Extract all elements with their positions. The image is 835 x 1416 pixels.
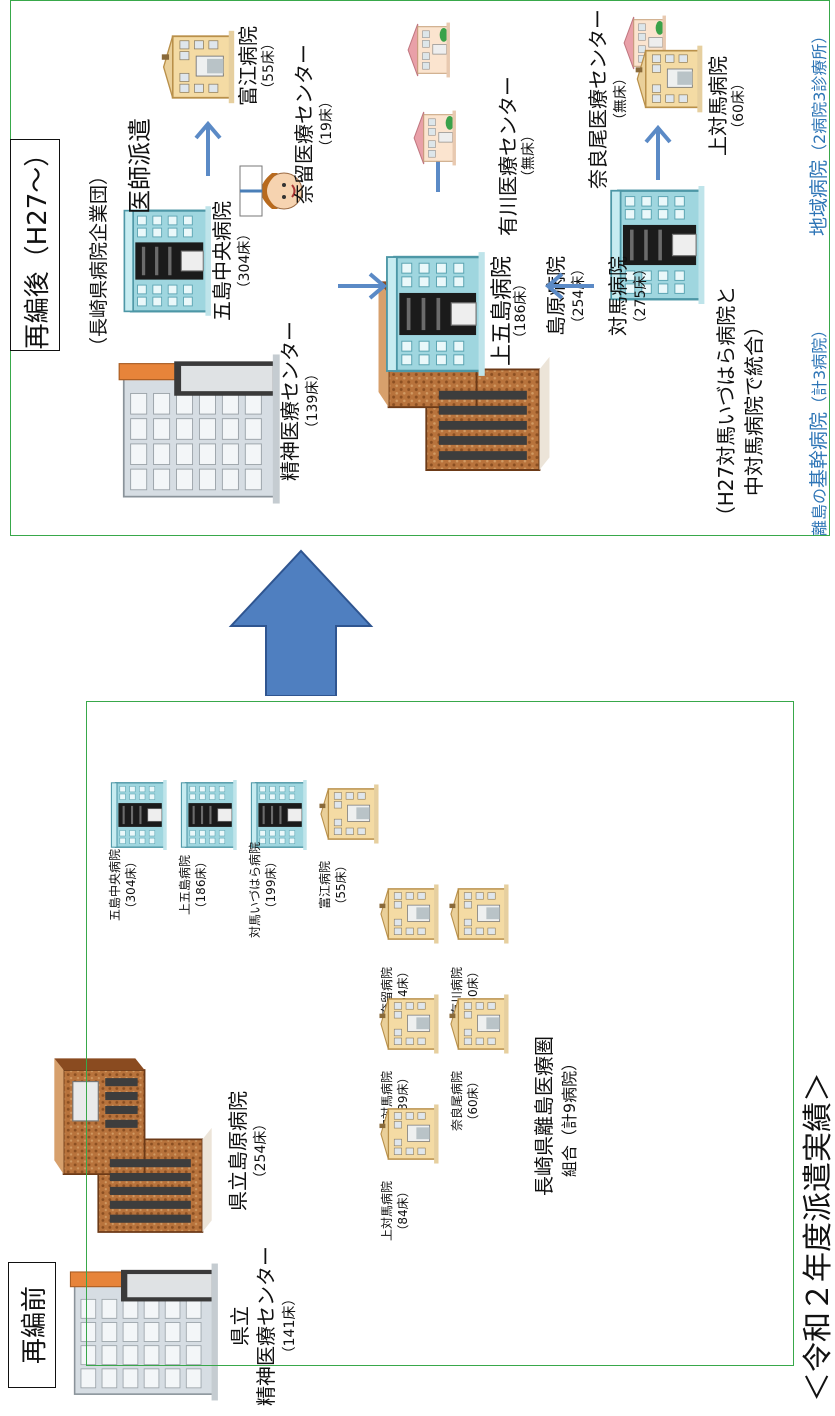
legend-regional: 地域病院（2病院3診療所）: [804, 28, 831, 236]
after-tsushima-note1: （H27対馬いづはら病院と: [714, 285, 738, 527]
mental-center-icon: [110, 354, 282, 504]
before-label: 再編前: [8, 1262, 56, 1388]
before-hospital-1-beds: （304床）: [124, 855, 138, 915]
doctor-icon: [239, 165, 303, 217]
hospital-medium-icon: [448, 992, 510, 1056]
page-title: ＜令和２年度派遣実績＞: [801, 1072, 835, 1402]
before-hospital-2-name: 上五島病院: [178, 855, 192, 916]
after-mental-name: 精神医療センター: [278, 321, 302, 481]
after-naru-beds: （19床）: [319, 94, 335, 154]
before-hospital-9-name: 上対馬病院: [380, 1181, 394, 1242]
after-tomie-beds: （55床）: [261, 36, 277, 96]
hospital-medium-icon: [318, 782, 380, 846]
after-tomie-name: 富江病院: [236, 26, 260, 106]
after-kamitsushima-beds: （60床）: [731, 76, 747, 136]
after-arikawa-beds: （無床）: [521, 128, 537, 184]
legend-core: 離島の基幹病院（計3病院）: [804, 322, 831, 536]
after-tsushima-name: 対馬病院: [606, 256, 630, 336]
after-tsushima-beds: （275床）: [633, 261, 649, 331]
before-hospital-4-beds: （55床）: [334, 859, 348, 911]
after-narao-beds: （無床）: [613, 71, 629, 127]
union-sub: 組合（計9病院）: [560, 1054, 579, 1178]
legend-core-prefix: 離島の: [810, 487, 829, 536]
before-hospital-2-beds: （186床）: [194, 855, 208, 915]
hospital-medium-icon: [378, 1102, 440, 1166]
hospital-medium-icon: [634, 44, 704, 114]
before-hospital-3-beds: （199床）: [264, 855, 278, 915]
before-hospital-4-name: 富江病院: [318, 861, 332, 910]
dispatch-arrow-goto-icon: [194, 120, 222, 176]
arrow-goto-to-kamigoto-icon: [338, 272, 388, 300]
after-naru-name: 奈留医療センター: [292, 44, 316, 204]
after-tsushima-note2: 中対馬病院で統合）: [742, 316, 766, 496]
union-name: 長崎県離島医療圏: [532, 1036, 556, 1196]
before-hospital-3-name: 対馬いづはら病院: [248, 842, 262, 939]
clinic-icon: [404, 22, 452, 78]
after-arikawa-name: 有川医療センター: [496, 76, 520, 236]
before-hospital-8-beds: （60床）: [466, 1075, 480, 1127]
after-kamitsushima-name: 上対馬病院: [706, 56, 730, 156]
legend-core-suffix: （計3病院）: [810, 321, 829, 412]
hospital-medium-icon: [378, 882, 440, 946]
arrow-tsushima-to-kamigoto-icon: [544, 272, 594, 300]
after-mental-beds: （139床）: [305, 366, 321, 436]
hospital-large-icon: [382, 252, 486, 376]
hospital-medium-icon: [448, 882, 510, 946]
reorganization-arrow-icon: [228, 549, 374, 696]
clinic-icon: [410, 110, 458, 166]
legend-core-emph: 基幹病院: [808, 411, 830, 488]
after-sub: （長崎県病院企業団）: [88, 166, 110, 357]
legend-regional-emph: 地域病院: [808, 159, 830, 236]
before-hospital-9-beds: （84床）: [396, 1185, 410, 1237]
legend-regional-suffix: （2病院3診療所）: [810, 27, 829, 160]
after-narao-name: 奈良尾医療センター: [586, 9, 610, 189]
hospital-medium-icon: [378, 992, 440, 1056]
after-label: 再編後（H27〜）: [10, 139, 60, 351]
dispatch-label: 医師派遣: [126, 118, 154, 214]
before-hospital-1-name: 五島中央病院: [108, 849, 122, 922]
dispatch-arrow-tsushima-icon: [644, 124, 672, 180]
hospital-medium-icon: [160, 28, 236, 106]
before-hospital-8-name: 奈良尾病院: [450, 1071, 464, 1132]
